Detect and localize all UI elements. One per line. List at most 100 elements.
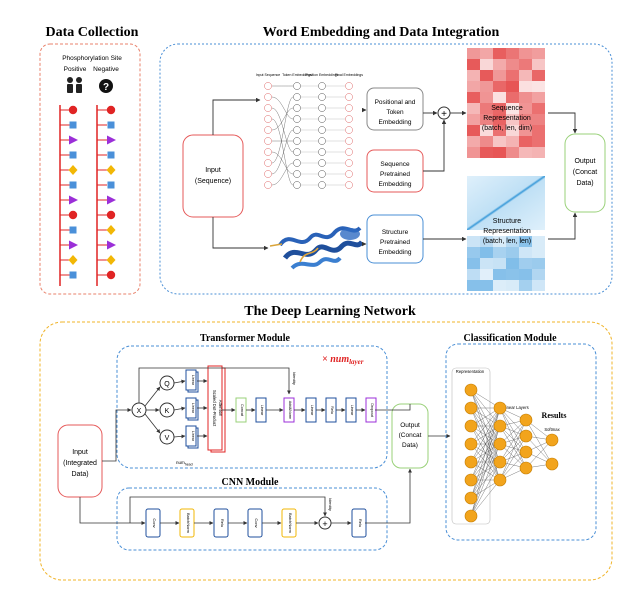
seq-rep-line1: Sequence	[491, 105, 523, 112]
struct-pre-line1: Structure	[382, 229, 409, 236]
str-heat-cell	[480, 269, 493, 280]
nn-edge	[499, 407, 527, 453]
nn-edge	[525, 435, 553, 465]
mini-node	[345, 115, 353, 123]
cnn-identity-label: Identity	[328, 498, 333, 511]
chain-box-label: Relu	[330, 406, 334, 414]
classification-module-title: Classification Module	[463, 333, 557, 344]
mini-node	[345, 148, 353, 156]
input-to-x-arrow	[102, 408, 132, 462]
str-heat-cell	[493, 247, 506, 258]
seq-heat-cell	[506, 92, 519, 103]
str-heat-cell	[519, 236, 532, 247]
input-sequence-line1: Input	[205, 167, 221, 174]
seq-heat-cell	[519, 92, 532, 103]
mini-node	[318, 181, 326, 189]
k-to-linear-arrow	[173, 406, 186, 411]
emb-output-line3: Data)	[576, 180, 593, 187]
mini-node	[293, 148, 301, 156]
seq-heat-cell	[519, 70, 532, 81]
mini-node	[345, 93, 353, 101]
mini-link	[271, 96, 294, 164]
nn-edge	[499, 451, 527, 481]
svg-text:?: ?	[103, 82, 109, 93]
seq-heat-cell	[506, 48, 519, 59]
seq-heat-cell	[506, 81, 519, 92]
q-node-label: Q	[164, 381, 170, 388]
mini-node	[264, 137, 272, 145]
scaled-dot-product-attention	[207, 365, 223, 451]
str-heat-cell	[467, 247, 480, 258]
mini-node	[318, 115, 326, 123]
mini-node	[264, 82, 272, 90]
seq-heat-cell	[480, 59, 493, 70]
mini-node	[318, 170, 326, 178]
nn-edge	[470, 407, 501, 445]
chain-box-label: Add&Norm	[288, 401, 292, 420]
seq-pre-line1: Sequence	[380, 161, 410, 168]
emb-output-line2: (Concat	[573, 169, 598, 176]
mini-link	[271, 96, 294, 120]
mini-link	[271, 107, 294, 131]
seq-heat-cell	[506, 147, 519, 158]
seqrep-to-output-arrow	[548, 112, 578, 134]
str-heat-cell	[506, 247, 519, 258]
transformer-to-output-line	[375, 404, 411, 411]
square-marker	[107, 151, 115, 159]
seq-heat-cell	[467, 48, 480, 59]
triangle-marker	[107, 195, 116, 205]
diamond-marker	[106, 165, 116, 175]
triangle-marker	[107, 240, 116, 250]
cnn-plus-sign: +	[322, 519, 327, 529]
str-heat-cell	[480, 258, 493, 269]
pos-token-line3: Embedding	[379, 119, 412, 126]
nn-neuron	[519, 429, 533, 443]
mini-node	[293, 104, 301, 112]
nn-edge	[499, 419, 527, 463]
mini-link	[271, 118, 294, 186]
seq-heat-cell	[467, 125, 480, 136]
square-marker	[69, 121, 77, 129]
mini-node	[345, 137, 353, 145]
x-node-label: X	[137, 408, 142, 415]
seq-heat-cell	[506, 70, 519, 81]
str-heat-cell	[532, 280, 545, 291]
str-heat-cell	[480, 236, 493, 247]
cnn-relu-label: Relu	[358, 519, 363, 527]
circle-marker	[68, 105, 78, 115]
pos-token-line1: Positional and	[375, 99, 416, 106]
square-marker	[69, 151, 77, 159]
mini-header-position: Position Embeddings	[306, 73, 339, 77]
mini-node	[345, 82, 353, 90]
mini-node	[264, 104, 272, 112]
sequence-representation-heatmap	[467, 48, 545, 158]
negative-label: Negative	[93, 66, 119, 73]
circle-marker	[68, 210, 78, 220]
mini-node	[318, 159, 326, 167]
mini-node	[293, 170, 301, 178]
mini-node	[345, 104, 353, 112]
circle-marker	[106, 210, 116, 220]
data-collection-title: Data Collection	[46, 25, 139, 40]
seq-heat-cell	[532, 125, 545, 136]
str-heat-cell	[467, 280, 480, 291]
triangle-marker	[69, 240, 78, 250]
seq-heat-cell	[506, 136, 519, 147]
chain-box-label: Linear	[350, 405, 354, 416]
mini-node	[293, 82, 301, 90]
token-embedding-diagram: Input Sequence Token Embeddings Position…	[256, 73, 363, 189]
net-output-line1: Output	[400, 422, 420, 429]
cnn-identity-path	[129, 496, 327, 523]
str-heat-cell	[493, 280, 506, 291]
seq-heat-cell	[506, 103, 519, 114]
nn-neuron	[464, 473, 478, 487]
linear-q-label: Linear	[191, 375, 195, 386]
seq-heat-cell	[493, 125, 506, 136]
str-heat-cell	[519, 247, 532, 258]
nn-neuron	[493, 455, 507, 469]
seq-heat-cell	[480, 70, 493, 81]
seq-heat-cell	[519, 59, 532, 70]
nn-edge	[470, 461, 501, 517]
seq-heat-cell	[519, 81, 532, 92]
